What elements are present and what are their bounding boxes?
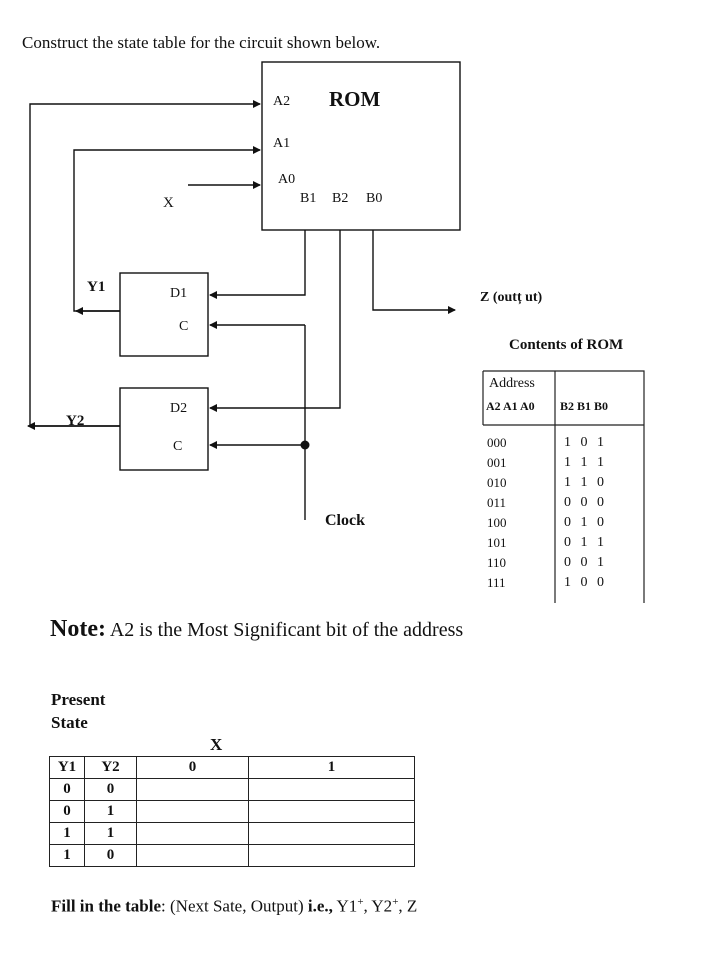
- cell-y2: 0: [84, 844, 137, 867]
- cell-next-x1[interactable]: [248, 800, 415, 823]
- rom-data-cell: 0 0 0: [564, 495, 604, 510]
- cell-y1: 1: [49, 822, 85, 845]
- rom-address-sub: A2 A1 A0: [486, 399, 535, 413]
- state-table-row: 0 1: [49, 800, 415, 823]
- rom-address-cell: 110: [487, 555, 507, 570]
- rom-data-column: 1 0 1 1 1 1 1 1 0 0 0 0 0 1 0 0 1 1 0 0 …: [564, 433, 640, 593]
- clock-junction: [300, 440, 310, 450]
- rom-data-cell: 1 1 0: [564, 475, 604, 490]
- instruction-text-2: Y1: [332, 896, 358, 916]
- instruction-text-1: : (Next Sate, Output): [161, 896, 308, 916]
- rom-address-cell: 111: [487, 575, 506, 590]
- label-clock: Clock: [325, 512, 365, 529]
- rom-data-cell: 0 1 1: [564, 535, 604, 550]
- instruction-sup-2: +: [392, 896, 399, 908]
- rom-box: [261, 61, 461, 231]
- instruction-sup-1: +: [357, 896, 364, 908]
- rom-input-a1: A1: [273, 136, 291, 151]
- rom-data-cell: 0 0 1: [564, 555, 604, 570]
- rom-address-cell: 010: [487, 475, 507, 490]
- present-state-label-1: Present: [51, 690, 106, 709]
- rom-input-a2: A2: [273, 94, 291, 109]
- cell-next-x1[interactable]: [248, 822, 415, 845]
- header-x0: 0: [136, 756, 249, 779]
- rom-data-header: B2 B1 B0: [560, 399, 609, 413]
- flipflop-d1: [119, 272, 209, 357]
- cell-next-x0[interactable]: [136, 822, 249, 845]
- state-table-row: 1 0: [49, 844, 415, 867]
- input-x-label: X: [210, 735, 223, 754]
- instruction-ie: i.e.,: [307, 896, 333, 916]
- note-text: A2 is the Most Significant bit of the ad…: [105, 619, 464, 641]
- note: Note: A2 is the Most Significant bit of …: [50, 617, 463, 641]
- cell-next-x1[interactable]: [248, 844, 415, 867]
- state-table-row: 0 0: [49, 778, 415, 801]
- cell-next-x0[interactable]: [136, 778, 249, 801]
- present-state-label-2: State: [51, 713, 88, 732]
- cell-y1: 0: [49, 800, 85, 823]
- header-x1: 1: [248, 756, 415, 779]
- label-z-output: Z (outț ut): [480, 290, 543, 305]
- state-table-row: 1 1: [49, 822, 415, 845]
- label-d1: D1: [170, 286, 188, 301]
- rom-address-cell: 011: [487, 495, 507, 510]
- rom-output-b1: B1: [300, 191, 317, 206]
- question-text: Construct the state table for the circui…: [22, 33, 381, 52]
- cell-y2: 1: [84, 800, 137, 823]
- label-x: X: [163, 195, 174, 211]
- header-y1: Y1: [49, 756, 85, 779]
- rom-output-b0: B0: [366, 191, 383, 206]
- state-table: Y1 Y2 0 1 0 0 0 1 1 1 1 0: [49, 756, 415, 867]
- label-c2: C: [173, 439, 183, 454]
- rom-address-header: Address: [489, 376, 535, 391]
- rom-output-b2: B2: [332, 191, 349, 206]
- rom-address-cell: 101: [487, 535, 507, 550]
- wire-b2-to-d2: [209, 230, 341, 412]
- label-y2: Y2: [66, 413, 85, 429]
- wire-b1-to-d1: [209, 230, 306, 299]
- rom-data-cell: 1 0 0: [564, 575, 604, 590]
- instruction-bold: Fill in the table: [51, 896, 162, 916]
- rom-address-column: 000 001 010 011 100 101 110 111: [487, 433, 547, 593]
- rom-title: ROM: [329, 87, 381, 111]
- rom-address-cell: 001: [487, 455, 507, 470]
- rom-input-a0: A0: [278, 172, 296, 187]
- cell-y1: 0: [49, 778, 85, 801]
- flipflop-d2: [119, 387, 209, 471]
- label-y1: Y1: [87, 279, 106, 295]
- note-label: Note:: [50, 616, 106, 642]
- state-table-header-row: Y1 Y2 0 1: [49, 756, 415, 779]
- rom-address-cell: 000: [487, 435, 507, 450]
- wire-b0-to-z: [372, 230, 456, 314]
- label-c1: C: [179, 319, 189, 334]
- instruction-text-3: , Y2: [363, 896, 393, 916]
- cell-y2: 0: [84, 778, 137, 801]
- rom-address-cell: 100: [487, 515, 507, 530]
- rom-data-cell: 0 1 0: [564, 515, 604, 530]
- cell-next-x0[interactable]: [136, 800, 249, 823]
- cell-y2: 1: [84, 822, 137, 845]
- header-y2: Y2: [84, 756, 137, 779]
- cell-next-x0[interactable]: [136, 844, 249, 867]
- cell-next-x1[interactable]: [248, 778, 415, 801]
- label-d2: D2: [170, 401, 188, 416]
- instruction-text-4: , Z: [398, 896, 418, 916]
- instruction: Fill in the table: (Next Sate, Output) i…: [51, 897, 417, 915]
- rom-contents-title: Contents of ROM: [509, 337, 624, 353]
- rom-data-cell: 1 1 1: [564, 455, 604, 470]
- rom-data-cell: 1 0 1: [564, 435, 604, 450]
- cell-y1: 1: [49, 844, 85, 867]
